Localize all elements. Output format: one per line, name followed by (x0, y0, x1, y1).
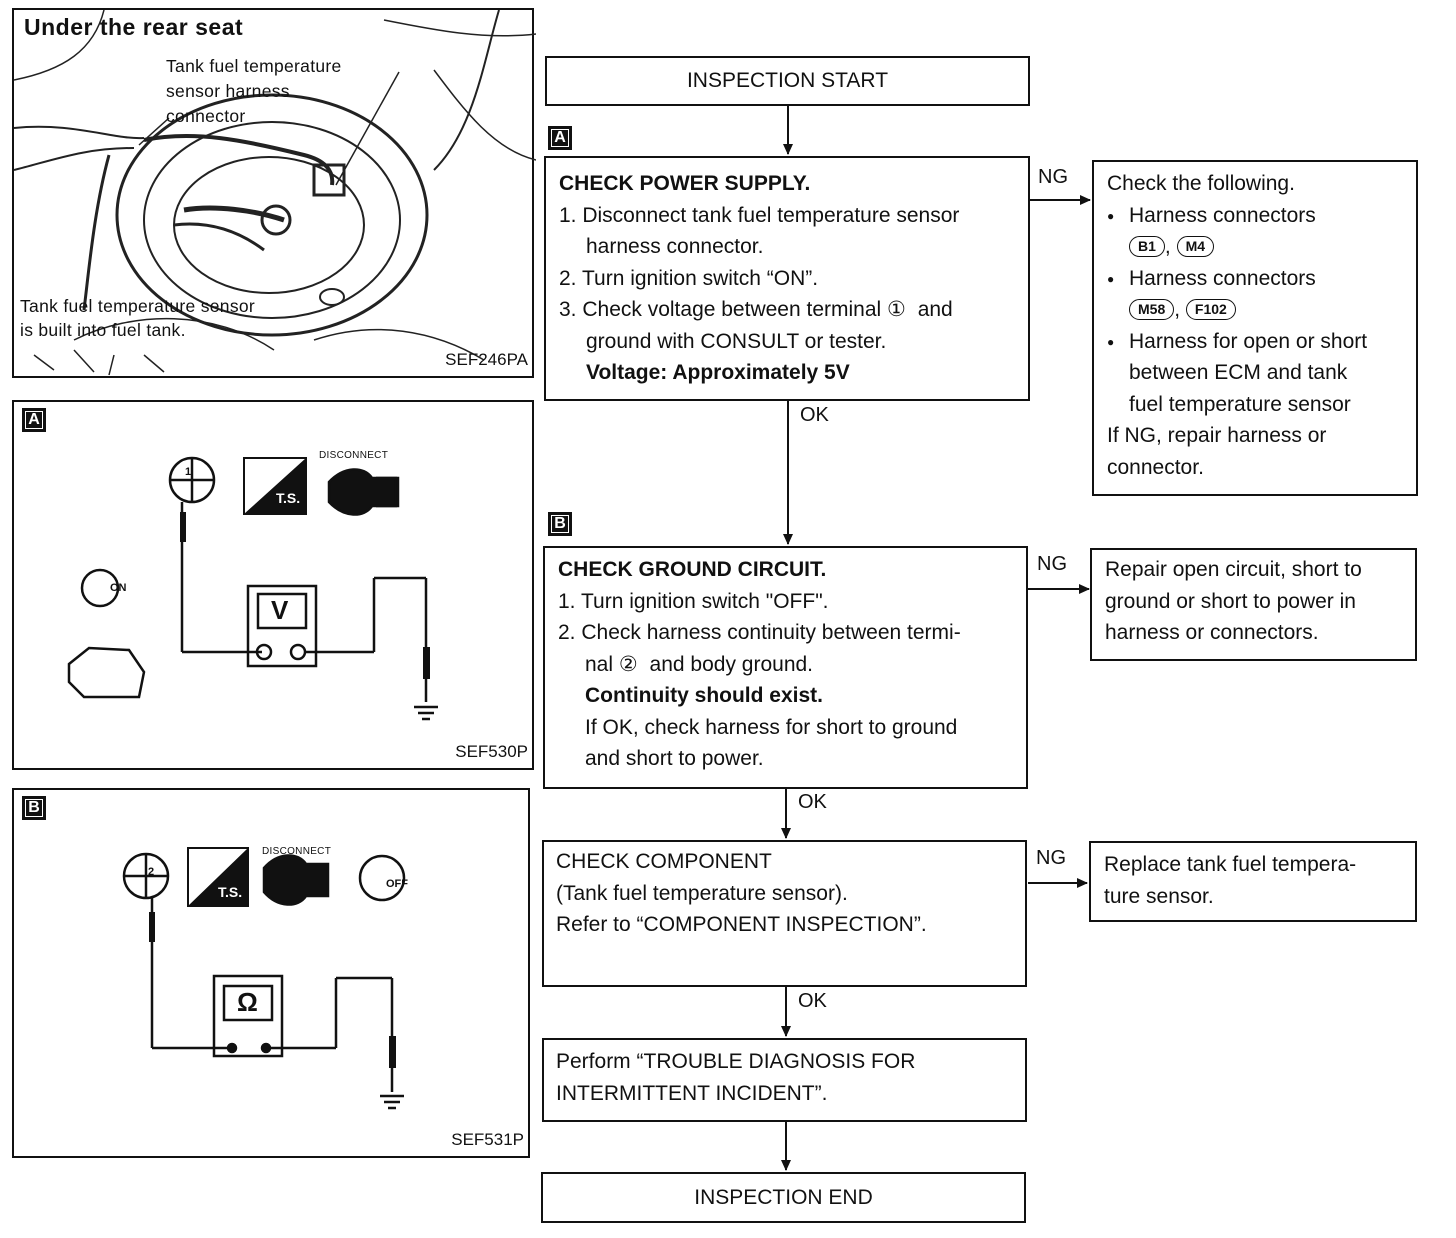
voltage-test-wiring (67, 456, 438, 721)
voltage-spec: Voltage: Approximately 5V (586, 361, 850, 384)
meter-symbol: V (271, 595, 289, 625)
connector-f102: F102 (1185, 299, 1236, 320)
ng-check-following-box: Check the following. Harness connectors … (1092, 160, 1418, 496)
photo-title: Under the rear seat (24, 14, 244, 40)
check-power-supply-box: CHECK POWER SUPPLY. 1. Disconnect tank f… (544, 156, 1030, 401)
inspection-end-box: INSPECTION END (541, 1172, 1026, 1223)
voltmeter-icon (246, 584, 318, 668)
connector-m4: M4 (1176, 236, 1215, 257)
ng-replace-sensor-box: Replace tank fuel tempera- ture sensor. (1089, 841, 1417, 922)
step-title: CHECK POWER SUPPLY. (559, 172, 811, 195)
ng-label: NG (1038, 166, 1068, 188)
disconnect-label: DISCONNECT (319, 450, 389, 461)
figure-code: SEF530P (455, 742, 528, 761)
ohmmeter-icon (212, 974, 284, 1058)
figure-code: SEF531P (451, 1130, 524, 1149)
ts-label: T.S. (218, 884, 243, 900)
figure-code: SEF246PA (445, 350, 528, 369)
ng-label: NG (1036, 847, 1066, 869)
disconnect-label: DISCONNECT (262, 846, 332, 857)
step-a-tag: A (548, 126, 572, 150)
ts-label: T.S. (276, 490, 301, 506)
engine-icon (67, 646, 146, 699)
diagram-b-tag: B (22, 796, 46, 820)
connector-m58: M58 (1129, 299, 1175, 320)
ts-icon (187, 847, 249, 907)
inspection-start-box: INSPECTION START (545, 56, 1030, 106)
continuity-test-wiring (122, 847, 406, 1110)
check-ground-circuit-box: CHECK GROUND CIRCUIT. 1. Turn ignition s… (543, 546, 1028, 789)
step-b-tag: B (548, 512, 572, 536)
check-component-box: CHECK COMPONENT (Tank fuel temperature s… (542, 840, 1027, 987)
diagram-a-tag: A (22, 408, 46, 432)
ok-label: OK (798, 990, 827, 1012)
ok-label: OK (798, 791, 827, 813)
ok-label: OK (800, 404, 829, 426)
ts-icon (243, 457, 307, 515)
pin-number: 2 (148, 866, 155, 878)
ng-label: NG (1037, 553, 1067, 575)
diagram-a-panel: A 1 (12, 400, 534, 770)
ignition-key-icon (358, 854, 406, 902)
diagram-b-panel: B 2 T.S. DISCON (12, 788, 530, 1158)
ignition-key-icon (80, 568, 120, 608)
key-position: OFF (386, 878, 408, 890)
step-title: CHECK GROUND CIRCUIT. (558, 558, 827, 581)
ng-repair-circuit-box: Repair open circuit, short to ground or … (1090, 548, 1417, 661)
continuity-spec: Continuity should exist. (585, 684, 824, 707)
disconnect-icon (262, 854, 330, 906)
perform-diagnosis-box: Perform “TROUBLE DIAGNOSIS FOR INTERMITT… (542, 1038, 1027, 1122)
pin-number: 1 (185, 466, 192, 478)
built-in-callout: Tank fuel temperature sensor is built in… (20, 296, 256, 340)
meter-symbol: Ω (237, 987, 258, 1017)
key-position: ON (110, 582, 127, 594)
connector-b1: B1 (1129, 236, 1165, 257)
connector-callout: Tank fuel temperature sensor harness con… (166, 56, 342, 126)
rear-seat-photo-panel: Under the rear seat Tank fuel temperatur… (12, 8, 536, 378)
fuel-tank-sketch (14, 10, 536, 376)
